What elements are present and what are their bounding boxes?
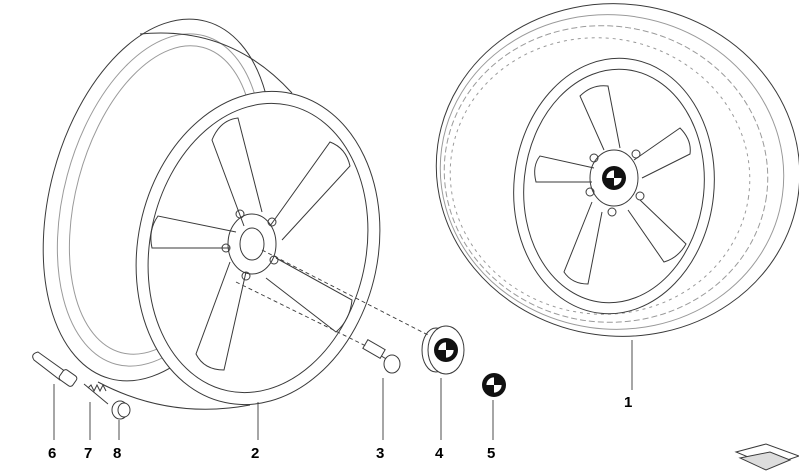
alloy-rim	[42, 18, 381, 410]
callout-3: 3	[376, 445, 385, 462]
callout-8: 8	[113, 445, 122, 462]
valve-cap	[111, 400, 131, 420]
leader-lines	[53, 249, 633, 440]
callout-4: 4	[435, 445, 444, 462]
callout-2: 2	[251, 445, 260, 462]
callout-1: 1	[624, 394, 633, 411]
callout-7: 7	[84, 445, 93, 462]
tyre-valve	[32, 351, 78, 387]
wheel-emblem-icon	[481, 372, 507, 398]
valve-insert	[83, 383, 109, 405]
hub-cap-emblem-icon	[433, 337, 459, 363]
sheet-marker-icon	[734, 443, 799, 471]
wheel-bolt	[362, 338, 401, 374]
callout-5: 5	[487, 445, 496, 462]
wheel-center-emblem-icon	[601, 165, 627, 191]
callout-6: 6	[48, 445, 57, 462]
